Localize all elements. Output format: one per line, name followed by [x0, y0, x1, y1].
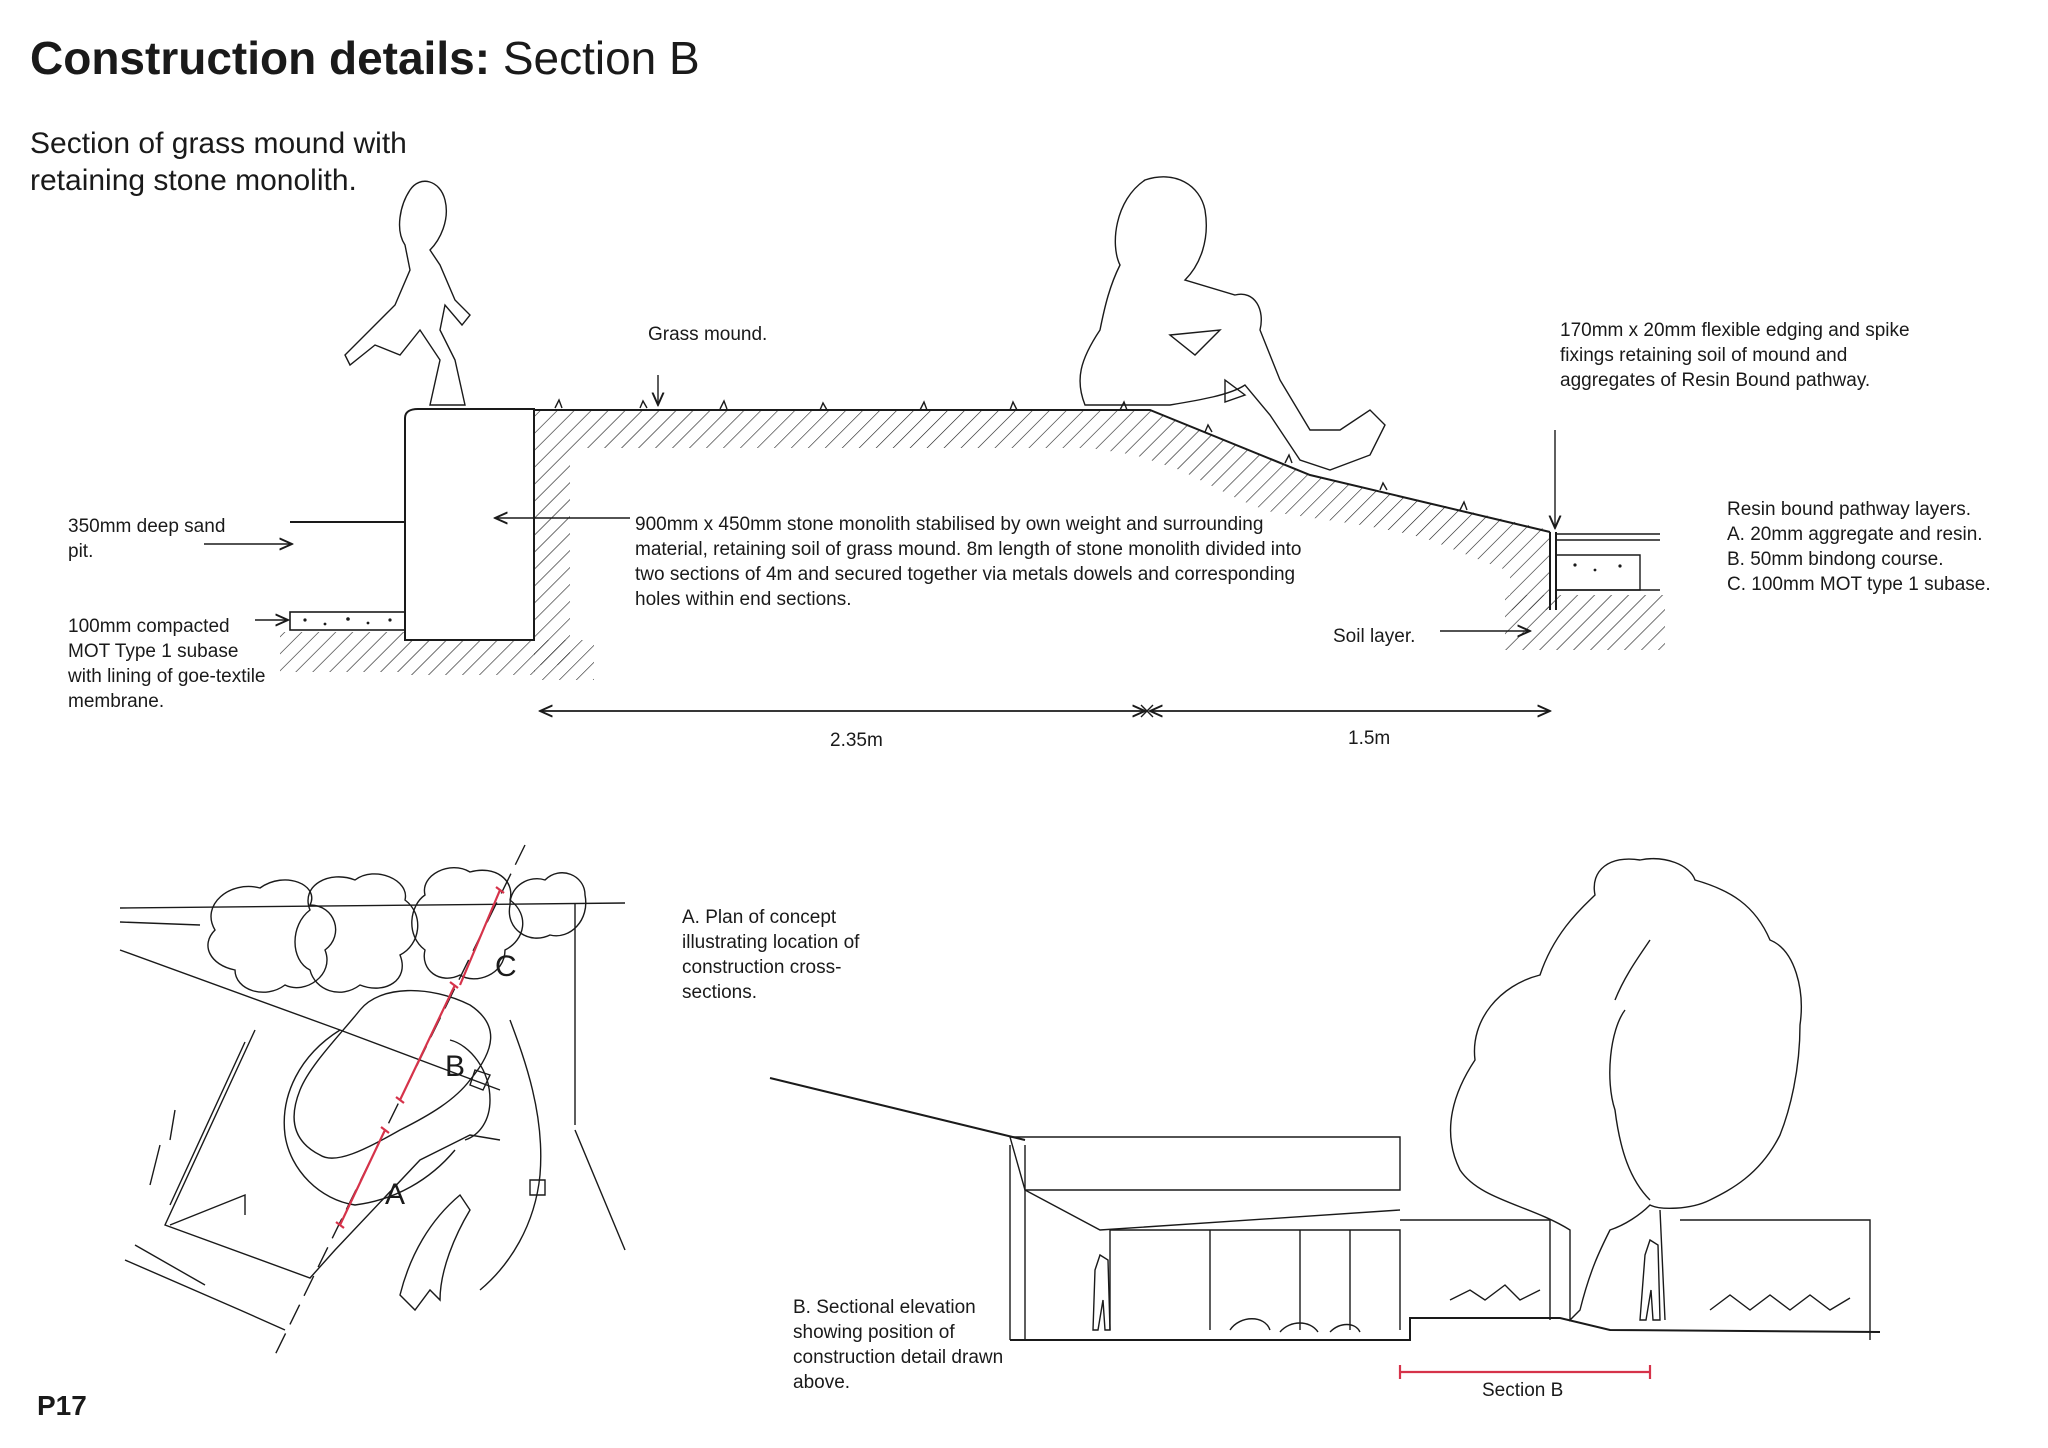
section-drawing: [204, 176, 1665, 717]
page-number: P17: [37, 1390, 87, 1421]
plan-marker-a: A: [385, 1178, 406, 1211]
label-grass-mound: Grass mound.: [648, 324, 768, 345]
site-plan: [119, 844, 626, 1356]
grass-mound-surface: [534, 409, 1551, 533]
elevation-caption: B. Sectional elevation showing position …: [793, 1297, 1004, 1393]
dimension-left: 2.35m: [830, 730, 883, 751]
label-soil-layer: Soil layer.: [1333, 626, 1416, 647]
stone-monolith: [404, 408, 535, 641]
resin-layer-a: A. 20mm aggregate and resin.: [1727, 524, 1983, 545]
sectional-elevation: [769, 858, 1881, 1379]
title-rest: Section B: [502, 32, 700, 84]
elevation-tree: [1449, 858, 1802, 1322]
plan-caption: A. Plan of concept illustrating location…: [682, 907, 860, 1003]
section-marker-c: [458, 889, 502, 986]
section-marker-b: [399, 984, 456, 1101]
dimension-right: 1.5m: [1348, 728, 1391, 749]
resin-pathway-layers: Resin bound pathway layers. A. 20mm aggr…: [1727, 497, 2047, 597]
subtitle: Section of grass mound with retaining st…: [30, 127, 407, 197]
walking-person-figure: [344, 180, 471, 406]
sitting-person-figure: [1079, 176, 1386, 471]
label-flexible-edging: 170mm x 20mm flexible edging and spike f…: [1560, 320, 1910, 391]
resin-layers-title: Resin bound pathway layers.: [1727, 499, 1971, 520]
plan-marker-c: C: [495, 950, 517, 983]
label-stone-monolith: 900mm x 450mm stone monolith stabilised …: [635, 514, 1302, 610]
resin-layer-b: B. 50mm bindong course.: [1727, 549, 1944, 570]
resin-layer-c: C. 100mm MOT type 1 subase.: [1727, 574, 1991, 595]
section-b-label: Section B: [1482, 1380, 1564, 1401]
title-bold: Construction details:: [30, 32, 491, 84]
plan-marker-b: B: [445, 1050, 466, 1083]
label-sand-pit: 350mm deep sand pit.: [68, 516, 226, 562]
page-title: Construction details: Section B: [30, 30, 700, 86]
section-marker-a: [339, 1129, 386, 1226]
label-subbase: 100mm compacted MOT Type 1 subase with l…: [68, 616, 266, 712]
